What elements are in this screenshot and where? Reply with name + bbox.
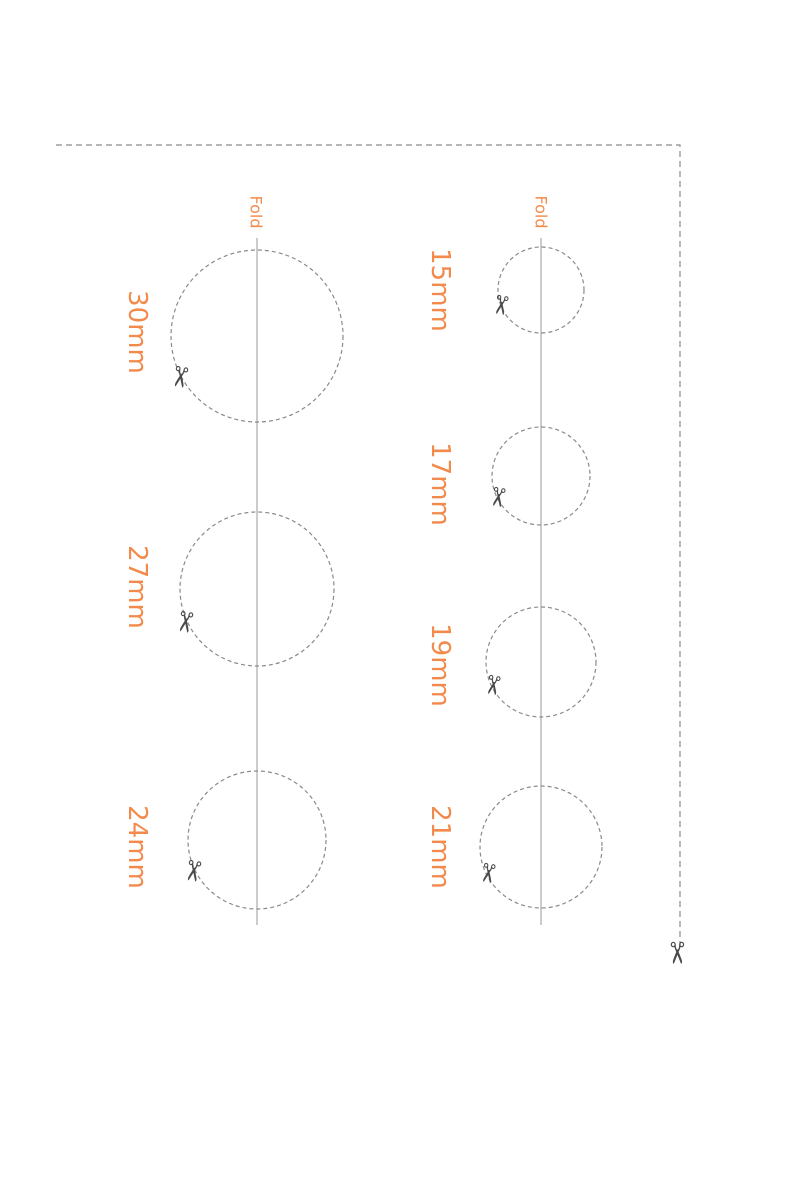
size-label-15mm: 15mm: [425, 248, 455, 332]
scissors-icon-24mm: ✂: [175, 857, 212, 886]
size-label-21mm: 21mm: [425, 805, 455, 889]
ring-circle-17mm: ✂ 17mm: [425, 427, 590, 526]
size-label-24mm: 24mm: [122, 805, 152, 889]
ring-circle-24mm: ✂ 24mm: [122, 771, 326, 909]
ring-circle-27mm: ✂ 27mm: [122, 512, 334, 666]
scissors-icon-15mm: ✂: [483, 292, 516, 319]
scissors-icon-19mm: ✂: [475, 672, 508, 699]
ring-circle-21mm: ✂ 21mm: [425, 786, 602, 908]
fold-label-left: Fold: [247, 195, 266, 228]
size-label-19mm: 19mm: [425, 623, 455, 707]
ring-circle-30mm: ✂ 30mm: [122, 250, 343, 422]
outer-scissors-icon: ✂: [659, 940, 694, 965]
scissors-icon-17mm: ✂: [480, 484, 513, 511]
size-label-17mm: 17mm: [425, 442, 455, 526]
size-label-27mm: 27mm: [122, 545, 152, 629]
scissors-icon-21mm: ✂: [470, 860, 503, 887]
ring-circle-15mm: ✂ 15mm: [425, 247, 584, 333]
fold-label-right: Fold: [532, 195, 551, 228]
scissors-icon-27mm: ✂: [167, 608, 204, 637]
size-label-30mm: 30mm: [122, 290, 152, 374]
ring-circle-19mm: ✂ 19mm: [425, 607, 596, 717]
scissors-icon-30mm: ✂: [162, 363, 199, 392]
column-right: Fold ✂ 15mm ✂ 17mm ✂ 19mm ✂ 21mm: [425, 195, 602, 925]
column-left: Fold ✂ 30mm ✂ 27mm ✂ 24mm: [122, 195, 343, 925]
